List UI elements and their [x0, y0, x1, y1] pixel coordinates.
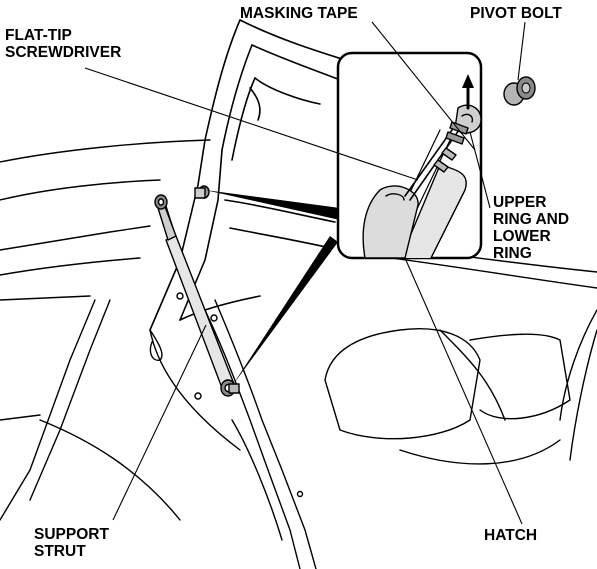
- leader-support-strut: [112, 324, 207, 521]
- hatch-lid: [149, 19, 346, 331]
- car-body: [0, 139, 241, 521]
- label-upper-and-lower-ring: UPPER RING AND LOWER RING: [493, 194, 569, 262]
- leader-screwdriver: [84, 67, 419, 181]
- leader-pivot-bolt: [517, 21, 526, 81]
- label-pivot-bolt: PIVOT BOLT: [470, 5, 562, 22]
- label-line: PIVOT BOLT: [470, 5, 562, 22]
- label-line: HATCH: [484, 527, 538, 544]
- label-line: RING AND: [493, 211, 570, 228]
- label-line: FLAT-TIP: [5, 27, 72, 44]
- label-flat-tip-screwdriver: FLAT-TIP SCREWDRIVER: [5, 27, 121, 61]
- label-line: STRUT: [34, 543, 86, 560]
- label-line: LOWER: [493, 228, 551, 245]
- label-line: SCREWDRIVER: [5, 44, 122, 61]
- detail-inset: [336, 51, 536, 260]
- leader-lines: [84, 21, 526, 525]
- label-line: MASKING TAPE: [240, 5, 358, 22]
- label-support-strut: SUPPORT STRUT: [34, 526, 109, 560]
- support-strut: [154, 185, 240, 397]
- leader-masking-tape: [371, 21, 476, 151]
- cargo-area: [149, 239, 597, 569]
- label-line: SUPPORT: [34, 526, 109, 543]
- label-line: UPPER: [493, 194, 547, 211]
- label-hatch: HATCH: [484, 527, 537, 544]
- label-masking-tape: MASKING TAPE: [240, 5, 358, 22]
- label-line: RING: [493, 245, 532, 262]
- leader-hatch: [404, 257, 523, 525]
- callout-wedge: [205, 190, 340, 386]
- leader-rings: [469, 131, 491, 209]
